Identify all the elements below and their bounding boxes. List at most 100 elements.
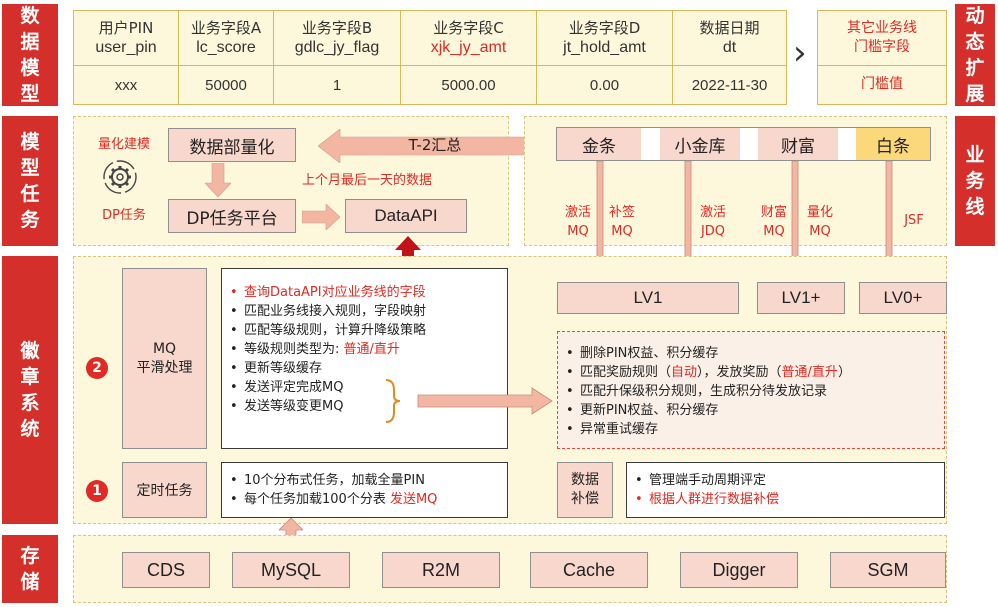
mq-process-list: 查询DataAPI对应业务线的字段匹配业务线接入规则，字段映射匹配等级规则，计算… [230,283,507,416]
mq-subtitle: 平滑处理 [136,359,193,376]
mq-smooth-box: MQ 平滑处理 [122,268,207,449]
arrow-up-dataapi-icon [395,236,421,268]
level-lv1plus: LV1+ [757,282,845,314]
table-header-2: 业务字段B gdlc_jy_flag [274,11,401,65]
mq-step-item: 发送等级变更MQ [230,397,507,416]
column-field: lc_score [196,39,256,56]
mq-process-panel: 查询DataAPI对应业务线的字段匹配业务线接入规则，字段映射匹配等级规则，计算… [221,268,508,449]
mq-step-item: 匹配业务线接入规则，字段映射 [230,302,507,321]
quant-label: 量化建模 [97,137,150,152]
jdq-jihuo: 激活 JDQ [699,205,726,239]
reward-step-item: 匹配升保级积分规则，生成积分待发放记录 [566,382,944,401]
line-jintiao: 金条 [557,128,641,160]
badge-system-label: 徽章系统 [20,340,40,440]
table-value-3: 5000.00 [401,66,537,104]
mq-buqian: 补签 MQ [608,205,635,239]
column-field: user_pin [95,39,157,56]
jsf-label: JSF [904,213,924,228]
line-baitiao: 白条 [856,128,930,160]
mq-step-item: 查询DataAPI对应业务线的字段 [230,283,507,302]
mq-step-item: 更新等级缓存 [230,359,507,378]
reward-step-item: 删除PIN权益、积分缓存 [566,344,944,363]
dp-platform-box: DP任务平台 [168,199,296,233]
storage-mysql: MySQL [232,552,350,588]
column-title: 用户PIN [98,19,154,37]
arrow-right-dp [302,204,340,230]
compensation-step-item: 管理端手动周期评定 [635,471,944,490]
data-model-bar: 数据模型 [2,4,58,106]
column-title: 数据日期 [699,19,760,37]
table-value-5: 2022-11-30 [691,76,768,94]
mq-lianghua: 量化 MQ [806,205,833,239]
table-value-0: xxx [74,66,179,104]
reward-step-item: 匹配奖励规则（自动），发放奖励（普通/直升） [566,363,944,382]
table-value-1: 50000 [179,66,274,104]
timer-step-item: 10个分布式任务，加载全量PIN [230,471,507,490]
chevron-right-icon: › [793,33,807,73]
extra-field-box: 其它业务线 门槛字段 门槛值 [817,10,947,105]
storage-cache: Cache [530,552,648,588]
timer-step-item: 每个任务加载100个分表 发送MQ [230,490,507,509]
timer-task-box: 定时任务 [122,462,207,518]
line-caifu: 财富 [758,128,838,160]
storage-area [73,535,947,603]
column-field: gdlc_jy_flag [294,39,380,56]
table-header-1: 业务字段A lc_score [179,11,274,65]
timer-list: 10个分布式任务，加载全量PIN每个任务加载100个分表 发送MQ [230,471,507,509]
storage-r2m: R2M [382,552,500,588]
badge-system-bar: 徽章系统 [2,256,58,524]
column-title: 业务字段C [433,19,504,37]
mq-step-item: 发送评定完成MQ [230,378,507,397]
level-lv1: LV1 [557,282,739,314]
timer-panel: 10个分布式任务，加载全量PIN每个任务加载100个分表 发送MQ [221,462,508,518]
extra-field-value: 门槛值 [861,76,903,92]
column-title: 业务字段D [568,19,641,37]
dataapi-box: DataAPI [345,199,467,233]
mq-caifu: 财富 MQ [760,205,787,239]
last-day-label: 上个月最后一天的数据 [301,173,432,188]
column-title: 业务字段A [190,19,262,37]
table-header-4: 业务字段D jt_hold_amt [537,11,673,65]
mq-jihuo: 激活 MQ [564,205,591,239]
compensation-box: 数据 补偿 [557,462,613,518]
reward-step-item: 更新PIN权益、积分缓存 [566,401,944,420]
arrow-down-quant [205,163,231,197]
business-line-label: 业务线 [965,144,985,218]
dynamic-ext-label: 动态扩展 [965,5,985,105]
storage-bar: 存储 [2,535,58,603]
level-lv0plus: LV0+ [859,282,947,314]
business-line-bar: 业务线 [955,116,995,246]
extra-field-title: 其它业务线 门槛字段 [847,20,917,55]
mq-step-item: 等级规则类型为: 普通/直升 [230,340,507,359]
table-header-3: 业务字段C xjk_jy_amt [401,11,537,65]
table-value-4: 0.00 [537,66,673,104]
mq-title: MQ [152,340,177,357]
storage-sgm: SGM [830,552,946,588]
table-value-2: 1 [274,66,401,104]
compensation-panel: 管理端手动周期评定根据人群进行数据补偿 [626,462,945,518]
column-field: dt [722,39,737,56]
t2-summary-label: T-2汇总 [408,136,462,154]
storage-digger: Digger [680,552,798,588]
brace-arrow [385,379,553,423]
line-xiaojinku: 小金库 [660,128,740,160]
table-header-5: 数据日期 dt [673,11,786,65]
reward-list: 删除PIN权益、积分缓存匹配奖励规则（自动），发放奖励（普通/直升）匹配升保级积… [566,344,944,439]
data-quant-box: 数据部量化 [168,128,296,162]
mq-step-item: 匹配等级规则，计算升降级策略 [230,321,507,340]
gear-icon [103,160,137,194]
reward-step-item: 异常重试缓存 [566,420,944,439]
table-header-0: 用户PIN user_pin [74,11,179,65]
arrow-left-t2 [318,129,558,163]
compensation-step-item: 根据人群进行数据补偿 [635,490,944,509]
model-task-label: 模型任务 [20,131,40,231]
model-task-bar: 模型任务 [2,116,58,246]
storage-cds: CDS [122,552,210,588]
dp-label: DP任务 [102,208,146,223]
column-field: xjk_jy_amt [430,39,507,56]
column-field: jt_hold_amt [563,39,646,56]
column-title: 业务字段B [301,19,373,37]
dynamic-ext-bar: 动态扩展 [955,4,995,106]
reward-panel: 删除PIN权益、积分缓存匹配奖励规则（自动），发放奖励（普通/直升）匹配升保级积… [557,331,945,449]
